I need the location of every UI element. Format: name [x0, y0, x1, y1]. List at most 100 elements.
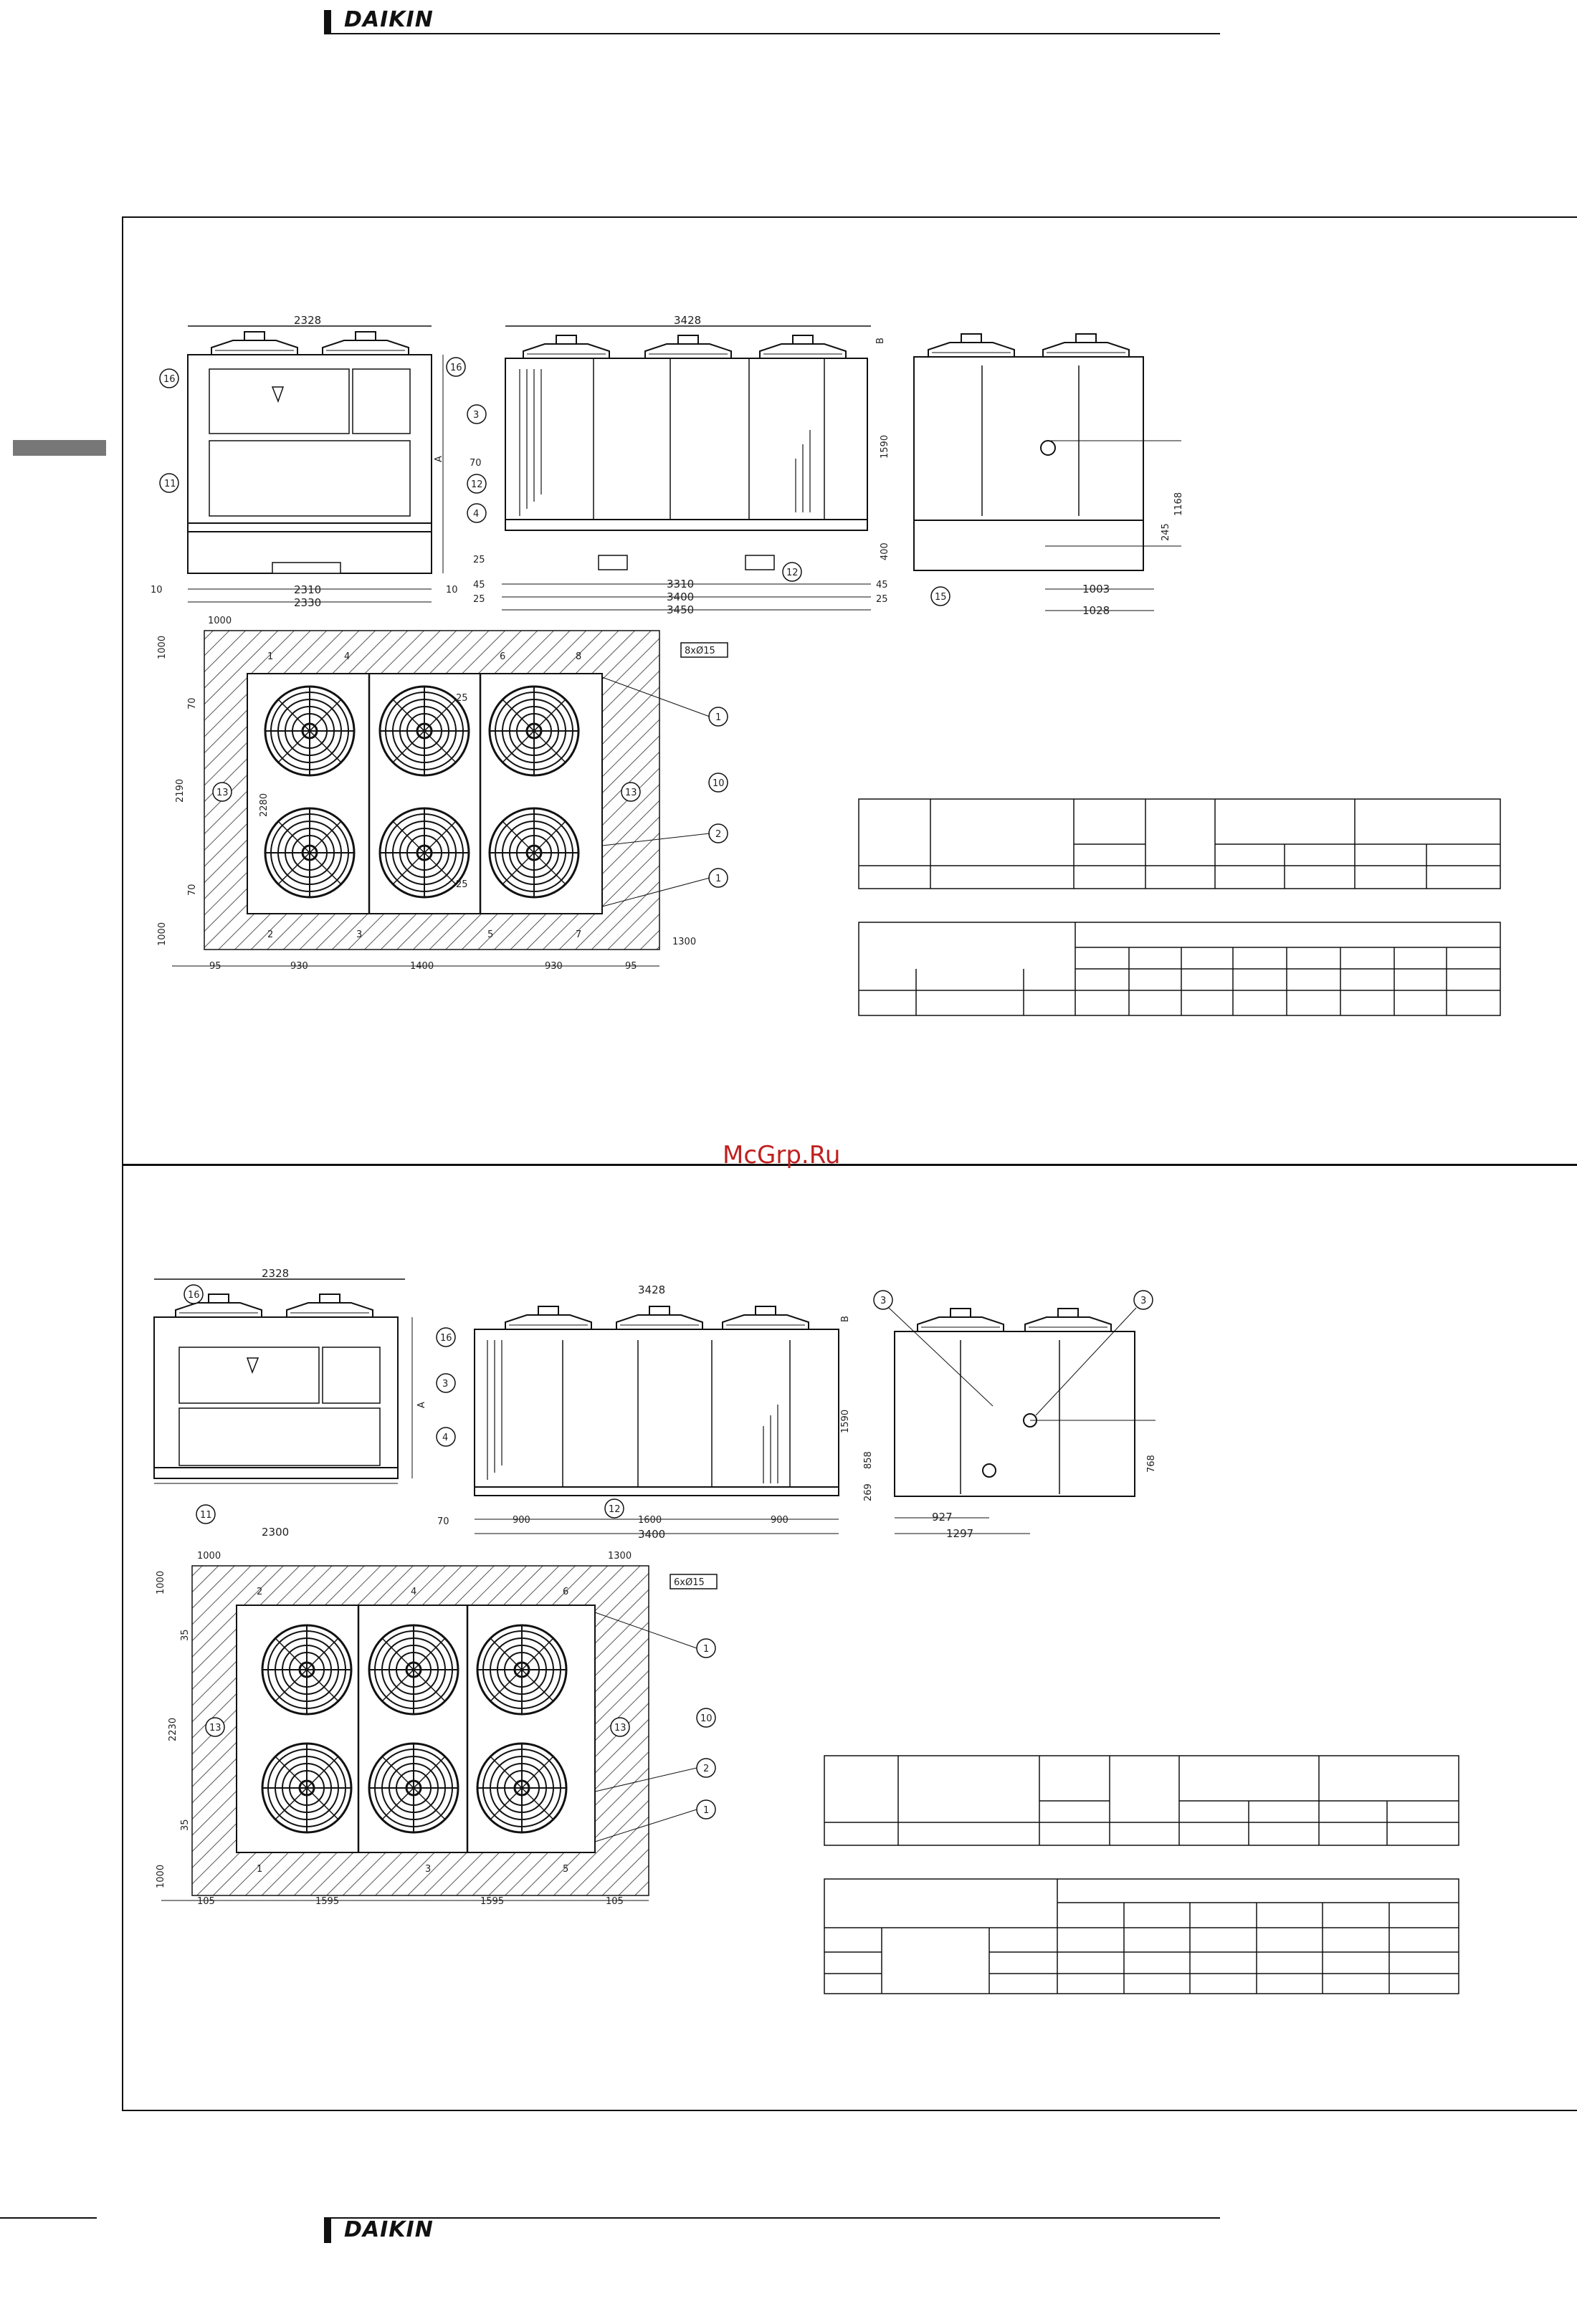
callout2-1b: 1: [703, 1805, 709, 1816]
dim2-plan-35b: 35: [180, 1819, 191, 1831]
dim2-back-1297: 1297: [946, 1527, 973, 1540]
foot-6: 6: [500, 651, 505, 662]
spec-table-1a: [858, 798, 1501, 889]
dim2-plan-1595b: 1595: [480, 1896, 504, 1907]
foot-7: 7: [576, 929, 581, 940]
side-view-1: 2328 2310 2330 10 10 A 16 16 11: [151, 314, 466, 609]
watermark-text: McGrp.Ru: [723, 1141, 841, 1170]
dim-plan-95a: 95: [209, 961, 221, 972]
header-rule: [331, 33, 1220, 34]
foot2-2: 2: [257, 1587, 262, 1597]
callout2-11: 11: [200, 1510, 212, 1521]
callout2-3c: 3: [1140, 1296, 1146, 1306]
dim-plan-930a: 930: [290, 961, 308, 972]
callout2-2: 2: [703, 1764, 709, 1774]
side-view-2: 2328 2300 A 16 16 11: [153, 1267, 456, 1539]
drawing-2: 2328 2300 A 16 16 11 3428: [153, 1267, 1459, 1994]
dim2-plan-1000-top: 1000: [156, 1571, 166, 1594]
foot2-1: 1: [257, 1864, 262, 1875]
dim2-plan-105a: 105: [197, 1896, 215, 1907]
callout2-16b: 16: [440, 1333, 452, 1344]
dim-side-width: 2328: [294, 314, 321, 327]
dim-front-400: 400: [880, 542, 890, 560]
callout-4: 4: [473, 509, 479, 520]
dim-front-70: 70: [470, 458, 482, 469]
foot-5: 5: [487, 929, 493, 940]
spec-table-2b: [824, 1878, 1459, 1994]
back-view-2: 768 927 1297 3 3: [873, 1290, 1157, 1540]
dim2-side-width: 2328: [262, 1267, 289, 1280]
foot2-4: 4: [411, 1587, 416, 1597]
dim-front-off-2: 25: [473, 594, 485, 605]
dim-plan-70b: 70: [187, 884, 198, 896]
foot2-3: 3: [425, 1864, 431, 1875]
dim-front-1590: 1590: [880, 435, 890, 459]
dim-back-1028: 1028: [1082, 604, 1110, 617]
foot-1: 1: [267, 651, 273, 662]
dim-b-1: B: [875, 338, 886, 344]
dim-front-25: 25: [473, 555, 485, 565]
dim2-front-70: 70: [437, 1516, 449, 1527]
dim2-front-width: 3428: [638, 1283, 665, 1296]
dim-plan-2280: 2280: [259, 793, 270, 817]
dim-front-off-3: 45: [876, 580, 888, 590]
dim2-front-1590: 1590: [840, 1410, 851, 1433]
dim-front-width: 3428: [674, 314, 701, 327]
dim-side-base-1: 2310: [294, 583, 321, 596]
plan-view-1: 1000 1000 1300 1000 2190 2280 70 70 95 9…: [157, 616, 728, 972]
callout2-3a: 3: [442, 1379, 448, 1390]
dim-front-3400: 3400: [667, 590, 694, 603]
callout2-10: 10: [700, 1713, 713, 1724]
dim2-front-858: 858: [863, 1451, 874, 1469]
dim2-front-900a: 900: [513, 1515, 530, 1526]
dim-plan-930b: 930: [545, 961, 563, 972]
dim2-back-768: 768: [1146, 1455, 1157, 1473]
dim2-b: B: [840, 1316, 851, 1322]
callout-10: 10: [713, 778, 725, 789]
spec-table-2a: [824, 1755, 1459, 1846]
callout2-3b: 3: [880, 1296, 886, 1306]
dim2-plan-2230: 2230: [168, 1718, 178, 1741]
dim-plan-1300: 1300: [672, 937, 696, 947]
dim-back-245: 245: [1161, 523, 1171, 541]
dim-plan-2190: 2190: [175, 779, 186, 803]
dim2-plan-1000-left: 1000: [197, 1551, 221, 1562]
callout-1a: 1: [715, 712, 721, 723]
dim2-a: A: [416, 1402, 427, 1408]
footer-left-rule: [0, 2217, 97, 2219]
callout-12b: 12: [786, 568, 799, 578]
foot2-5: 5: [563, 1864, 568, 1875]
callout-13a: 13: [216, 788, 229, 798]
dim2-front-1600: 1600: [638, 1515, 662, 1526]
dim2-front-3400: 3400: [638, 1528, 665, 1541]
foot-2: 2: [267, 929, 273, 940]
dim2-plan-1000-bot: 1000: [156, 1865, 166, 1888]
dim2-plan-1595a: 1595: [315, 1896, 339, 1907]
callout2-1a: 1: [703, 1644, 709, 1655]
footer-logo: DAIKIN: [344, 2217, 434, 2242]
dim-side-margin-right: 10: [446, 585, 458, 596]
holes-label: 8xØ15: [685, 646, 715, 656]
dim2-front-269: 269: [863, 1483, 874, 1501]
dim-front-3310: 3310: [667, 578, 694, 590]
foot2-6: 6: [563, 1587, 568, 1597]
callout-3: 3: [473, 410, 479, 421]
dim-back-1168: 1168: [1173, 492, 1184, 516]
marker-25b: 25: [456, 879, 468, 890]
dim-front-3450: 3450: [667, 603, 694, 616]
dim-a-1: A: [434, 456, 444, 462]
callout-16b: 16: [450, 363, 462, 373]
callout2-12: 12: [609, 1504, 621, 1515]
foot-8: 8: [576, 651, 581, 662]
dim-side-margin-left: 10: [151, 585, 163, 596]
callout2-4: 4: [442, 1433, 448, 1443]
dim-front-off-4: 25: [876, 594, 888, 605]
callout-1b: 1: [715, 874, 721, 884]
front-view-1: 3428 3310 3400 3450 45 25 45 25 1590 70: [467, 314, 890, 616]
dim-plan-left-1000: 1000: [208, 616, 232, 626]
dim-plan-70a: 70: [187, 697, 198, 709]
dim2-front-900b: 900: [771, 1515, 788, 1526]
dim2-plan-105b: 105: [606, 1896, 624, 1907]
dim-side-base-2: 2330: [294, 596, 321, 609]
